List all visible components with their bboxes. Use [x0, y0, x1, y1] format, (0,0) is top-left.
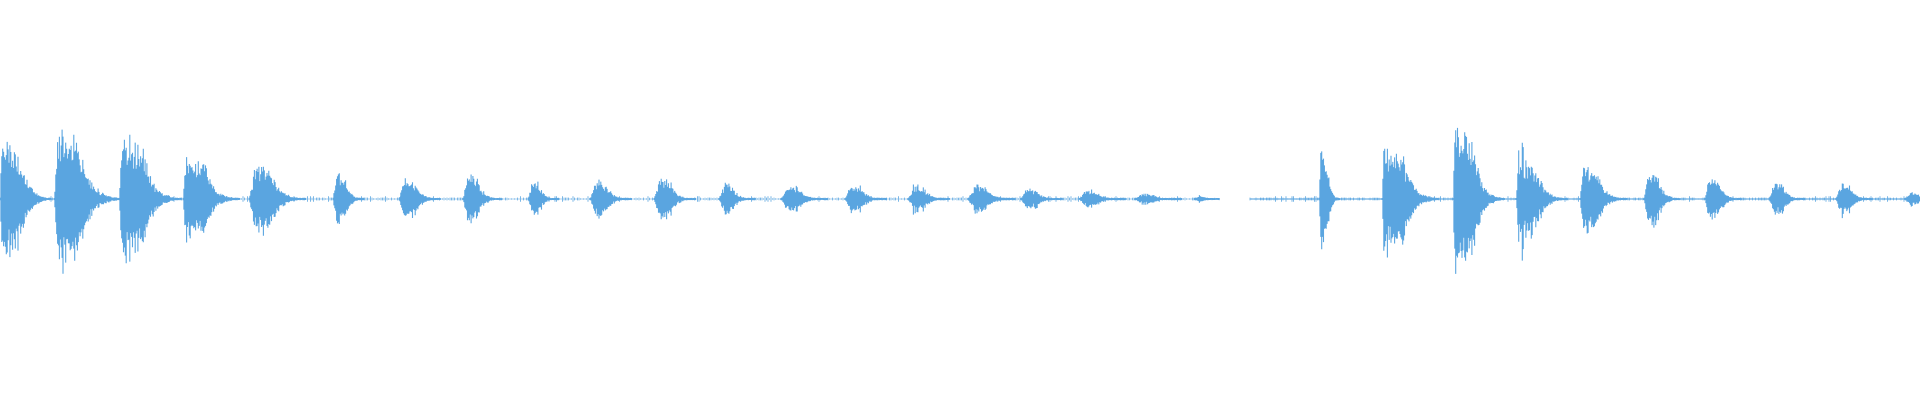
waveform-burst — [1020, 188, 1063, 209]
waveform-burst — [1515, 142, 1568, 261]
waveform-burst — [53, 129, 123, 274]
waveform-burst — [967, 184, 1016, 214]
waveform-burst — [182, 157, 241, 243]
waveform-burst — [527, 181, 560, 215]
waveform-burst — [1134, 193, 1183, 205]
waveform-burst — [1452, 127, 1505, 274]
waveform-burst — [398, 178, 441, 218]
waveform-burst — [1835, 183, 1873, 219]
waveform-burst — [1318, 151, 1341, 250]
waveform-burst — [589, 179, 632, 219]
waveform-bursts — [0, 127, 1920, 274]
waveform-burst — [118, 134, 182, 264]
waveform-burst — [907, 184, 950, 215]
waveform-burst — [1643, 175, 1681, 228]
waveform-burst — [1904, 192, 1920, 207]
waveform-burst — [1078, 189, 1127, 208]
waveform-burst — [1193, 195, 1220, 203]
waveform-burst — [653, 178, 696, 220]
waveform-burst — [1381, 148, 1440, 258]
waveform-burst — [248, 166, 307, 236]
waveform-burst — [462, 174, 503, 224]
waveform-burst — [844, 185, 887, 214]
waveform-burst — [780, 185, 829, 212]
waveform-burst — [0, 141, 52, 258]
waveform-burst — [1579, 167, 1628, 234]
waveform-burst — [332, 173, 365, 224]
waveform-burst — [718, 182, 756, 215]
waveform-burst — [1704, 179, 1742, 220]
waveform-burst — [1768, 183, 1806, 215]
